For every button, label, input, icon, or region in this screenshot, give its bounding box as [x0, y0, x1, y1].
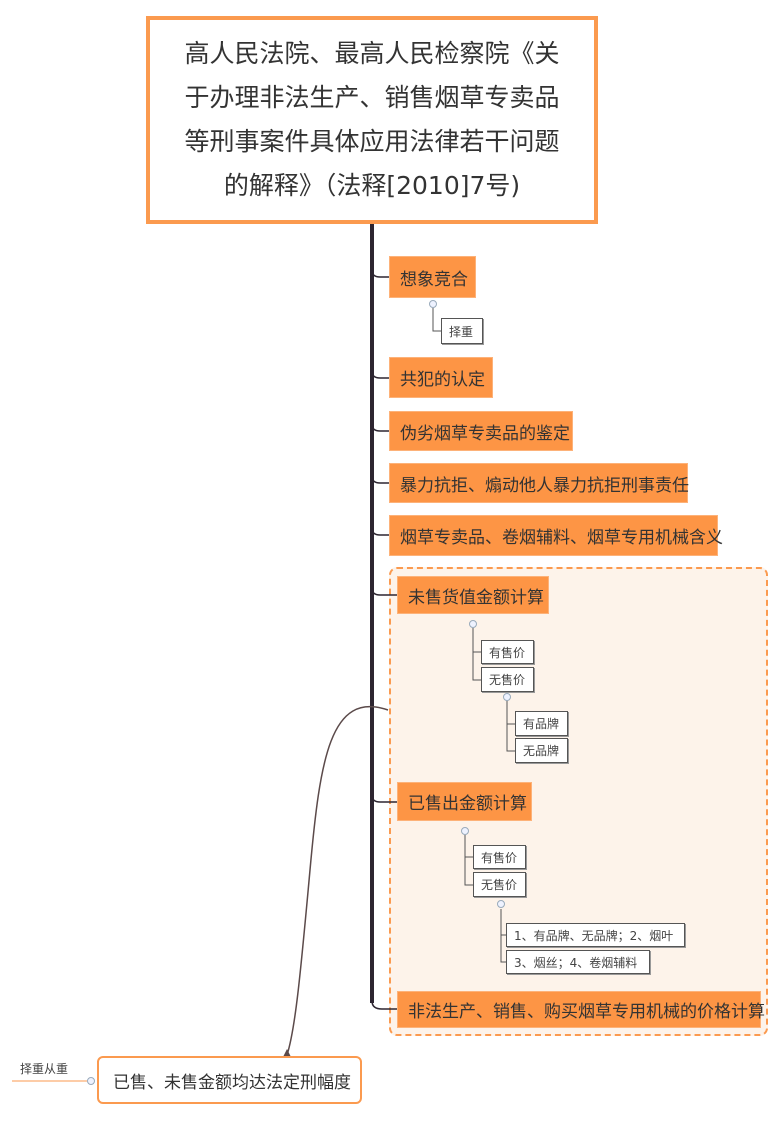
- subtopic[interactable]: 有品牌: [515, 711, 568, 736]
- topic-definitions[interactable]: 烟草专卖品、卷烟辅料、烟草专用机械含义: [389, 515, 723, 556]
- topic-unsold-value[interactable]: 未售货值金额计算: [397, 576, 549, 614]
- subtopic[interactable]: 择重: [441, 318, 483, 344]
- topic-accomplice[interactable]: 共犯的认定: [389, 357, 493, 398]
- summary-curve: [286, 705, 389, 1056]
- subtopic[interactable]: 无售价: [481, 667, 534, 692]
- central-topic[interactable]: 高人民法院、最高人民检察院《关于办理非法生产、销售烟草专卖品等刑事案件具体应用法…: [146, 16, 598, 224]
- collapse-icon[interactable]: [497, 900, 505, 908]
- collapse-icon[interactable]: [429, 300, 437, 308]
- summary-arrow: [283, 1049, 291, 1057]
- topic-violent-resistance[interactable]: 暴力抗拒、煽动他人暴力抗拒刑事责任: [389, 463, 689, 503]
- topic-machinery-price[interactable]: 非法生产、销售、购买烟草专用机械的价格计算: [397, 991, 765, 1028]
- subtopic[interactable]: 3、烟丝；4、卷烟辅料: [506, 950, 650, 974]
- summary-relation-label: 择重从重: [20, 1062, 69, 1076]
- subtopic[interactable]: 无品牌: [515, 738, 568, 763]
- central-topic-label: 高人民法院、最高人民检察院《关于办理非法生产、销售烟草专卖品等刑事案件具体应用法…: [184, 39, 560, 200]
- branch-lines: [371, 269, 397, 1010]
- collapse-icon[interactable]: [87, 1077, 95, 1085]
- collapse-icon[interactable]: [461, 827, 469, 835]
- topic-sold-amount[interactable]: 已售出金额计算: [397, 782, 532, 821]
- subtopic[interactable]: 有售价: [481, 640, 534, 664]
- subtopic[interactable]: 1、有品牌、无品牌；2、烟叶: [506, 923, 685, 947]
- summary-topic[interactable]: 已售、未售金额均达法定刑幅度: [97, 1056, 362, 1104]
- sub-lines: [432, 308, 515, 963]
- subtopic[interactable]: 有售价: [473, 845, 526, 869]
- topic-imaginative-concurrence[interactable]: 想象竞合: [389, 256, 476, 298]
- collapse-icon[interactable]: [469, 620, 477, 628]
- topic-counterfeit-appraisal[interactable]: 伪劣烟草专卖品的鉴定: [389, 411, 573, 451]
- subtopic[interactable]: 无售价: [473, 872, 526, 897]
- collapse-icon[interactable]: [503, 693, 511, 701]
